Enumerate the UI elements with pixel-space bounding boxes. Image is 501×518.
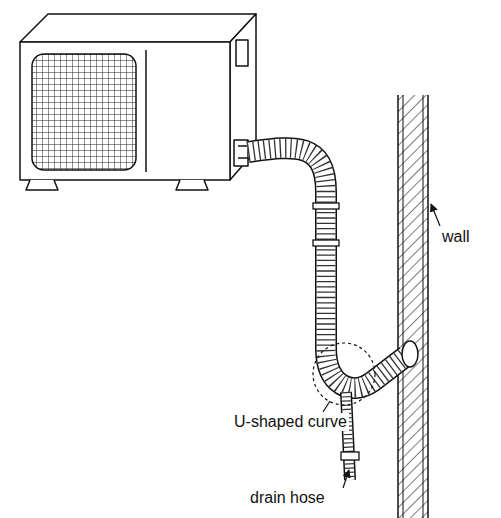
wall bbox=[398, 95, 428, 518]
label: drain hose bbox=[248, 489, 327, 507]
outdoor-unit bbox=[20, 14, 256, 190]
leader-lines bbox=[313, 204, 440, 488]
label: wall bbox=[440, 228, 472, 246]
label: U-shaped curve bbox=[232, 413, 349, 431]
pipe-hose bbox=[248, 148, 418, 388]
